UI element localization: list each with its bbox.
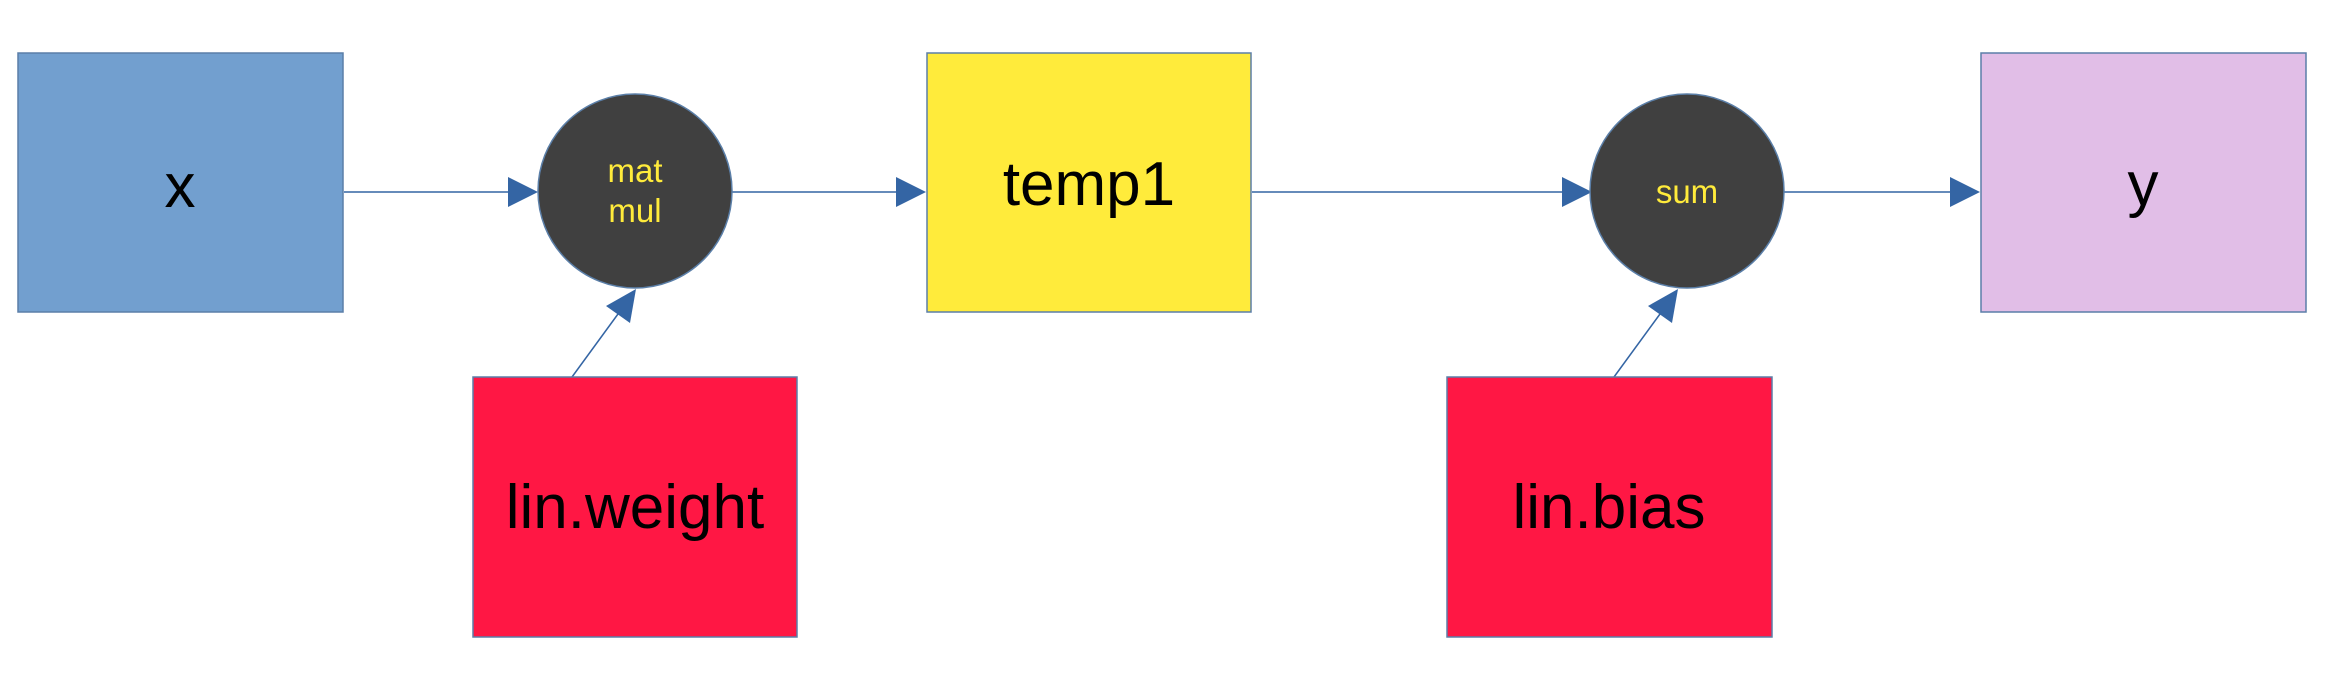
arrowhead-temp1-to-sum	[1562, 177, 1592, 207]
node-x-label: x	[165, 152, 196, 221]
node-temp1-box	[926, 52, 1252, 313]
op-matmul-label-line1: mat	[607, 152, 662, 189]
op-sum-circle	[1589, 93, 1785, 289]
node-lin-weight-label: lin.weight	[506, 473, 764, 542]
arrowhead-weight-to-matmul	[606, 289, 636, 323]
op-matmul-circle	[537, 93, 733, 289]
node-y-label: y	[2128, 150, 2159, 219]
op-matmul-label-line2: mul	[608, 192, 661, 229]
node-lin-weight-box	[472, 376, 798, 638]
op-sum: sum	[1589, 93, 1785, 289]
node-y-box	[1980, 52, 2307, 313]
op-sum-label: sum	[1656, 173, 1718, 210]
node-temp1: temp1	[926, 52, 1252, 313]
node-temp1-label: temp1	[1003, 150, 1175, 219]
edges	[344, 177, 1980, 378]
edge-weight-to-matmul	[571, 313, 619, 378]
node-lin-bias-box	[1446, 376, 1773, 638]
node-x-box	[17, 52, 344, 313]
arrowhead-x-to-matmul	[508, 177, 538, 207]
node-lin-bias-label: lin.bias	[1513, 473, 1706, 542]
arrowhead-matmul-to-temp1	[896, 177, 926, 207]
node-lin-weight: lin.weight	[472, 376, 798, 638]
op-matmul: mat mul	[537, 93, 733, 289]
arrowhead-bias-to-sum	[1648, 289, 1678, 323]
node-lin-bias: lin.bias	[1446, 376, 1773, 638]
node-x: x	[17, 52, 344, 313]
arrowhead-sum-to-y	[1950, 177, 1980, 207]
edge-bias-to-sum	[1613, 313, 1661, 378]
node-y: y	[1980, 52, 2307, 313]
